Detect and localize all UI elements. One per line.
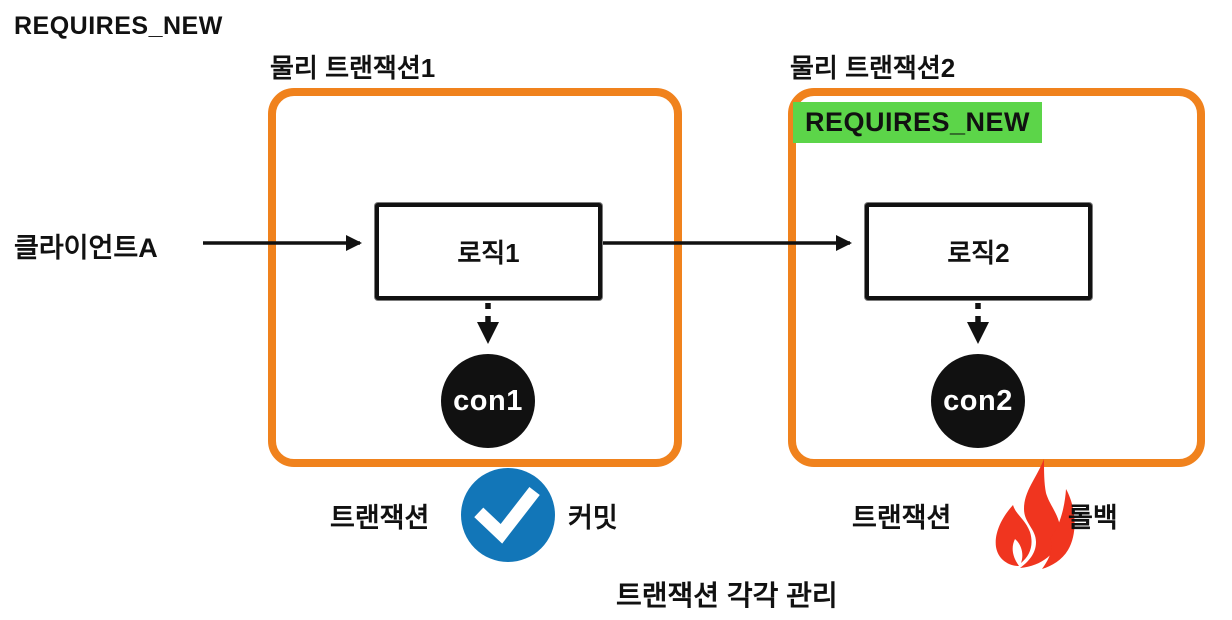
- fire-right-tongue: [1042, 489, 1075, 569]
- fire-main-tongue: [1020, 459, 1061, 568]
- client-a-label: 클라이언트A: [14, 233, 158, 263]
- connection2-circle: con2: [931, 354, 1025, 448]
- physical-transaction1-title: 물리 트랜잭션1: [270, 53, 436, 83]
- fire-icon: [995, 459, 1075, 569]
- bottom-caption: 트랜잭션 각각 관리: [616, 580, 838, 611]
- connection1-label: con1: [453, 384, 523, 417]
- logic1-label: 로직1: [457, 238, 520, 268]
- connection2-label: con2: [943, 384, 1013, 417]
- connection1-circle: con1: [441, 354, 535, 448]
- diagram-title: REQUIRES_NEW: [14, 12, 223, 40]
- check-circle-icon: [461, 468, 555, 562]
- fire-left-tongue: [995, 505, 1032, 566]
- logic2-box: 로직2: [865, 203, 1092, 300]
- commit-label: 커밋: [568, 503, 618, 533]
- transaction1-result-prefix: 트랜잭션: [330, 503, 430, 533]
- physical-transaction2-title: 물리 트랜잭션2: [790, 53, 956, 83]
- physical-transaction1-boundary: [268, 88, 682, 467]
- logic1-box: 로직1: [375, 203, 602, 300]
- logic2-label: 로직2: [947, 238, 1010, 268]
- physical-transaction2-boundary: [788, 88, 1205, 467]
- transaction2-result-prefix: 트랜잭션: [852, 503, 952, 533]
- rollback-label: 롤백: [1068, 503, 1118, 533]
- requires-new-badge: REQUIRES_NEW: [793, 102, 1043, 143]
- check-mark: [474, 486, 540, 544]
